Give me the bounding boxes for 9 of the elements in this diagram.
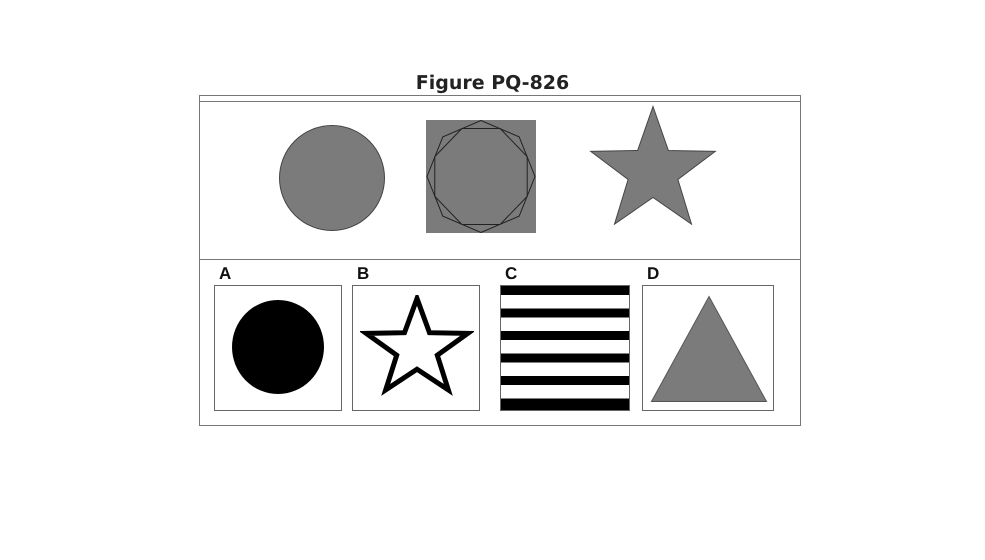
- square-with-octagon-shape: [426, 120, 536, 233]
- circle-shape: [231, 299, 325, 395]
- option-letter: C: [505, 265, 518, 283]
- option-letter: D: [647, 265, 660, 283]
- option-letter: B: [357, 265, 370, 283]
- circle-shape: [278, 124, 386, 232]
- figure-title: Figure PQ-826: [416, 72, 570, 94]
- triangle-shape: [650, 295, 768, 403]
- option-letter: A: [219, 265, 232, 283]
